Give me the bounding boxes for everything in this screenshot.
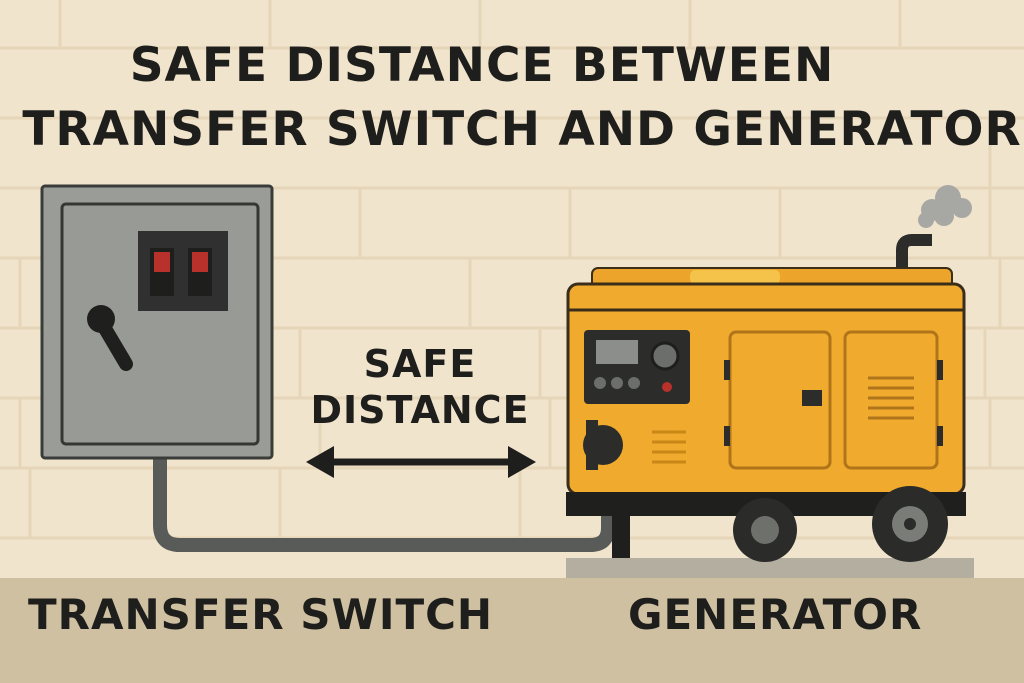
transfer-switch-illustration [40,184,274,460]
exhaust-smoke [918,185,972,228]
title-line-1: SAFE DISTANCE BETWEEN [129,38,835,93]
generator-base-pad [566,558,974,578]
title-line-2: TRANSFER SWITCH AND GENERATOR [22,102,1022,157]
front-vents [652,430,686,464]
side-door-left [728,330,832,470]
power-cable [153,451,615,552]
display-screen [596,340,638,364]
breaker-red-left-light [154,252,170,272]
exhaust-pipe [896,234,932,290]
generator-label: GENERATOR [628,590,923,639]
side-door-right [843,330,939,470]
generator-illustration [566,185,972,562]
switch-handle-knob [87,305,115,333]
safe-distance-label-line-2: DISTANCE [310,388,530,432]
floor [0,578,1024,683]
safe-distance-label-line-1: SAFE [363,342,477,386]
transfer-switch-label: TRANSFER SWITCH [28,590,494,639]
distance-arrow [306,446,536,478]
breaker-red-right-light [192,252,208,272]
